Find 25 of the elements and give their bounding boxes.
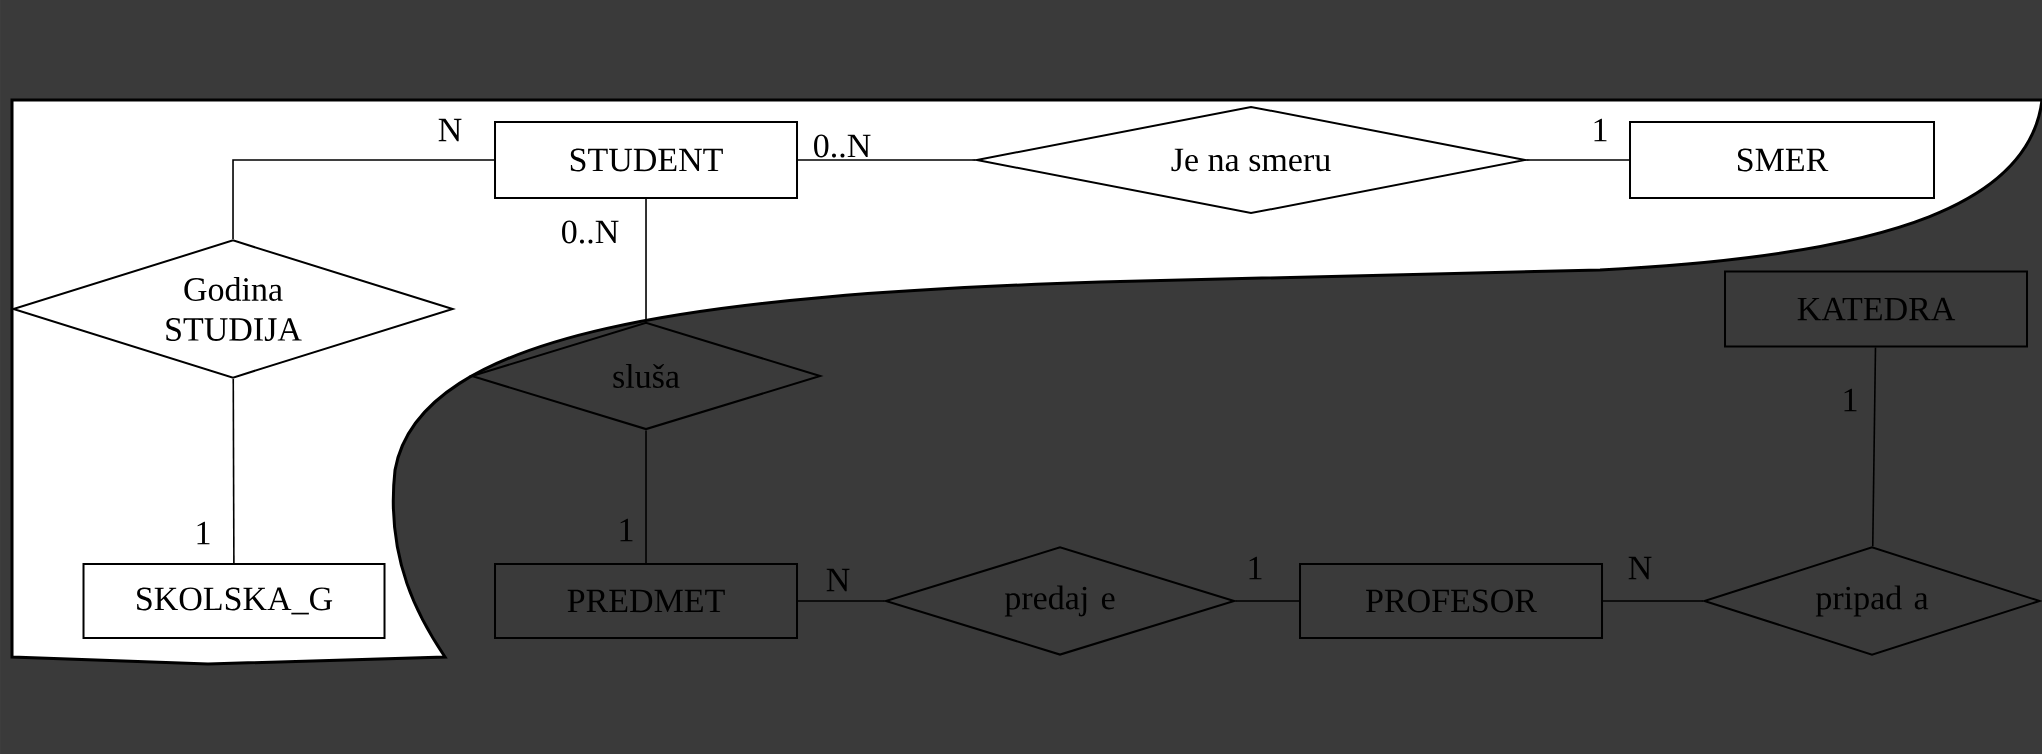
- connector-line: [1602, 600, 1704, 602]
- cardinality-label: N: [826, 568, 850, 592]
- entity-box: SKOLSKA_G: [82, 563, 386, 639]
- connector-line: [1234, 600, 1300, 602]
- connector-line: [797, 600, 886, 602]
- connector-line: [232, 159, 495, 240]
- entity-box: STUDENT: [494, 121, 798, 199]
- entity-box: SMER: [1629, 121, 1935, 199]
- cardinality-label: 1: [197, 521, 210, 545]
- cardinality-label: N: [1628, 556, 1652, 580]
- cardinality-label: 1: [1844, 388, 1857, 412]
- connector-line: [1871, 346, 1877, 548]
- entity-box: PREDMET: [494, 563, 798, 639]
- connector-line: [232, 378, 235, 564]
- cardinality-label: N: [438, 118, 462, 142]
- cardinality-label: 1: [1249, 556, 1262, 580]
- cardinality-label: 1: [620, 518, 633, 542]
- entity-box: PROFESOR: [1299, 563, 1603, 639]
- cardinality-label: 0..N: [814, 134, 871, 158]
- cardinality-label: 1: [1594, 118, 1607, 142]
- cardinality-label: 0..N: [562, 220, 619, 244]
- connector-line: [645, 429, 647, 564]
- connector-line: [1525, 159, 1630, 161]
- connector-line: [797, 159, 977, 161]
- entity-box: KATEDRA: [1724, 270, 2028, 348]
